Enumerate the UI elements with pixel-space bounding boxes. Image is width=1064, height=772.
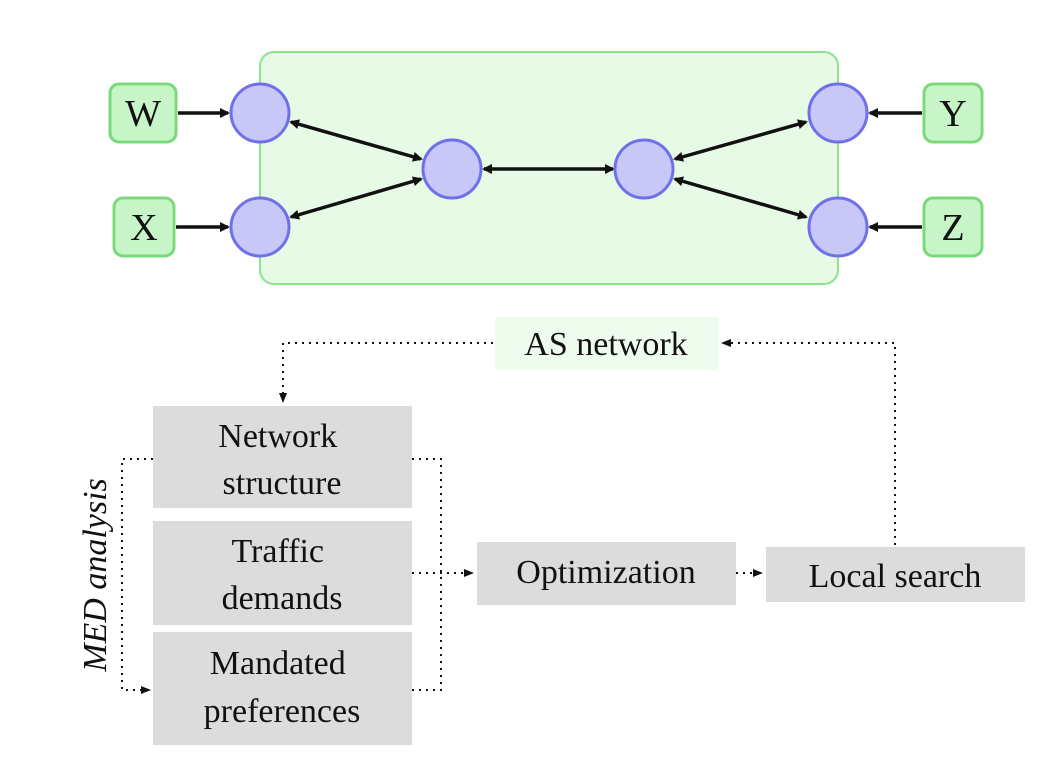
traffic-demands-label: Traffic demands [222, 533, 343, 617]
network-structure-box [153, 406, 412, 508]
mandated-preferences-box [153, 632, 412, 745]
external-node-w: W [108, 82, 178, 144]
external-node-z: Z [922, 196, 984, 258]
connector-med-analysis [121, 458, 153, 694]
optimization-box [477, 542, 736, 605]
optimization-label: Optimization [516, 554, 695, 591]
connector-preferences-to-merge [412, 573, 442, 691]
network-structure-label: Network structure [218, 418, 345, 502]
external-node-w-label: W [125, 93, 161, 135]
external-node-x-label: X [130, 207, 157, 249]
connector-structure-to-merge [412, 458, 442, 573]
router-node [229, 196, 291, 258]
local-search-label: Local search [809, 558, 982, 595]
external-node-y-label: Y [939, 93, 966, 135]
mandated-preferences-label: Mandated preferences [204, 645, 361, 730]
local-search-box [766, 547, 1025, 602]
med-analysis-label: MED analysis [77, 478, 114, 673]
as-network-label: AS network [524, 326, 687, 363]
router-node [613, 138, 675, 200]
connector-as-network-to-structure [279, 342, 493, 403]
edge-r4-r6 [673, 176, 808, 220]
as-network-box [495, 317, 718, 370]
connector-local-search-to-as-network [721, 339, 896, 545]
external-node-x: X [112, 196, 176, 258]
traffic-demands-box [153, 521, 412, 625]
external-node-y: Y [922, 82, 984, 144]
router-node [807, 196, 869, 258]
edge-r2-r3 [289, 176, 423, 220]
external-node-z-label: Z [941, 207, 964, 249]
edge-r4-r5 [673, 119, 808, 162]
edge-r1-r3 [289, 119, 423, 162]
router-node [807, 82, 869, 144]
router-node [421, 138, 483, 200]
router-node [229, 82, 291, 144]
